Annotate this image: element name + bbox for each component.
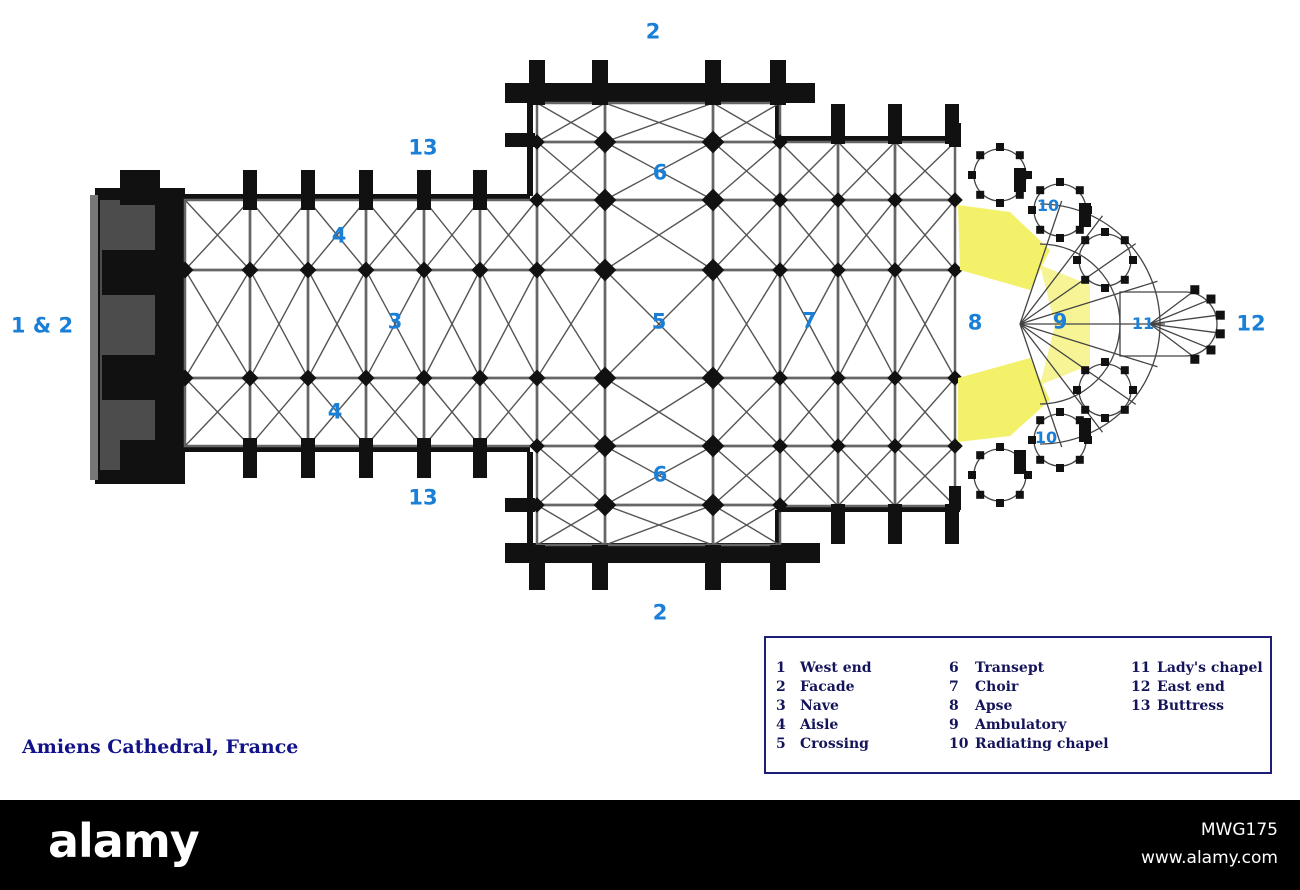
cathedral-floor-plan	[90, 60, 1225, 590]
legend-number: 3	[776, 698, 786, 714]
legend-item: 5 Crossing	[776, 735, 872, 754]
label-crossing: 5	[651, 309, 667, 334]
label-aisle-north: 4	[331, 223, 347, 248]
label-nave: 3	[387, 309, 403, 334]
legend-box: 1 West end 2 Facade 3 Nave 4 Aisle 5 Crossing…	[764, 636, 1272, 774]
site-url: www.alamy.com	[1140, 848, 1278, 868]
legend-number: 6	[949, 660, 959, 676]
label-aisle-south: 4	[327, 399, 343, 424]
legend-number: 13	[1131, 698, 1151, 714]
apse-chevet	[949, 123, 1225, 510]
legend-number: 11	[1131, 660, 1151, 676]
legend-column-1: 1 West end 2 Facade 3 Nave 4 Aisle 5 Crossing	[776, 659, 872, 754]
legend-column-2: 6 Transept 7 Choir 8 Apse 9 Ambulatory 10 Rad…	[949, 659, 1109, 754]
label-transept-north: 6	[652, 160, 668, 185]
legend-item: 4 Aisle	[776, 716, 872, 735]
legend-label: Radiating chapel	[975, 736, 1109, 752]
label-west-end: 1 & 2	[10, 313, 74, 338]
legend-label: Aisle	[800, 717, 839, 733]
legend-column-3: 11 Lady's chapel 12 East end 13 Buttress	[1131, 659, 1263, 716]
legend-label: Ambulatory	[975, 717, 1067, 733]
legend-item: 7 Choir	[949, 678, 1109, 697]
legend-label: Choir	[975, 679, 1019, 695]
legend-label: Apse	[975, 698, 1013, 714]
legend-item: 2 Facade	[776, 678, 872, 697]
legend-label: Lady's chapel	[1157, 660, 1263, 676]
legend-item: 12 East end	[1131, 678, 1263, 697]
label-east-end: 12	[1236, 311, 1266, 336]
label-ambulatory: 9	[1052, 309, 1068, 334]
label-ladys-chapel: 11	[1131, 314, 1155, 333]
legend-number: 2	[776, 679, 786, 695]
legend-label: West end	[800, 660, 872, 676]
legend-item: 9 Ambulatory	[949, 716, 1109, 735]
legend-number: 9	[949, 717, 959, 733]
legend-number: 8	[949, 698, 959, 714]
label-choir: 7	[801, 308, 817, 333]
legend-label: Crossing	[800, 736, 869, 752]
vault-ribs	[183, 101, 957, 547]
legend-item: 11 Lady's chapel	[1131, 659, 1263, 678]
image-code: MWG175	[1200, 820, 1278, 840]
legend-item: 1 West end	[776, 659, 872, 678]
label-facade-north: 2	[645, 19, 661, 44]
legend-label: Transept	[975, 660, 1045, 676]
legend-label: East end	[1157, 679, 1225, 695]
legend-number: 4	[776, 717, 786, 733]
label-buttress-south: 13	[408, 485, 438, 510]
label-buttress-north: 13	[408, 135, 438, 160]
legend-item: 3 Nave	[776, 697, 872, 716]
piers	[102, 60, 963, 590]
legend-label: Facade	[800, 679, 855, 695]
label-transept-south: 6	[652, 462, 668, 487]
plan-walls	[90, 83, 960, 563]
label-apse: 8	[967, 310, 983, 335]
legend-item: 13 Buttress	[1131, 697, 1263, 716]
legend-number: 10	[949, 736, 969, 752]
label-facade-south: 2	[652, 600, 668, 625]
legend-label: Buttress	[1157, 698, 1224, 714]
label-radiating-chapel-north: 10	[1036, 196, 1060, 215]
legend-label: Nave	[800, 698, 839, 714]
legend-number: 1	[776, 660, 786, 676]
legend-number: 12	[1131, 679, 1151, 695]
legend-item: 10 Radiating chapel	[949, 735, 1109, 754]
watermark-footer: alamy MWG175 www.alamy.com	[0, 800, 1300, 890]
legend-item: 6 Transept	[949, 659, 1109, 678]
legend-number: 7	[949, 679, 959, 695]
label-radiating-chapel-south: 10	[1034, 428, 1058, 447]
diagram-title: Amiens Cathedral, France	[22, 736, 299, 758]
brand-logo: alamy	[48, 814, 200, 868]
legend-item: 8 Apse	[949, 697, 1109, 716]
legend-number: 5	[776, 736, 786, 752]
